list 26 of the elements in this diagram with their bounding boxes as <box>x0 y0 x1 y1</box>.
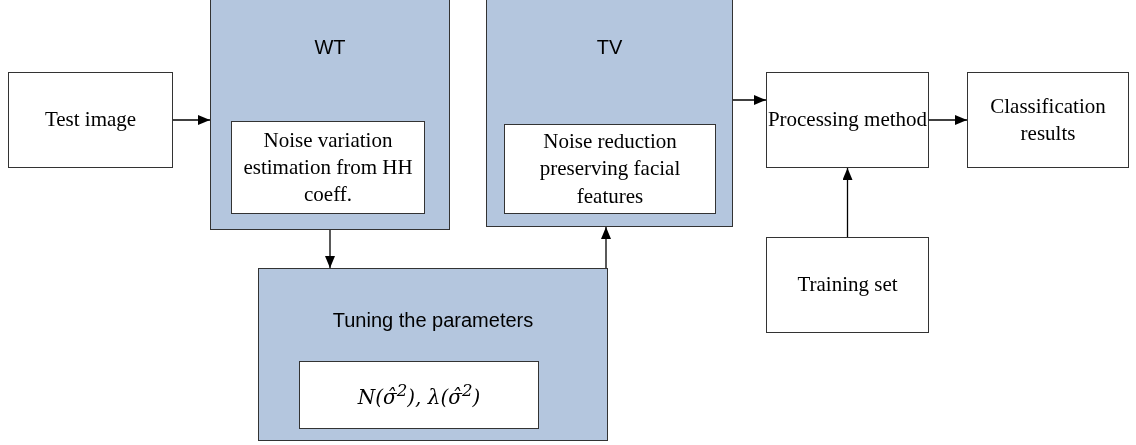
process-box <box>967 72 1129 168</box>
box-label: Processing method <box>767 106 928 134</box>
process-box <box>8 72 173 168</box>
process-box <box>766 237 929 333</box>
formula-text: N(σ̂$^{2}$), λ(σ̂$^{2}$) <box>357 380 481 410</box>
panel-heading: WT <box>314 36 346 59</box>
panel-heading: Tuning the parameters <box>332 309 534 332</box>
arrow <box>928 115 968 125</box>
arrow <box>732 95 767 105</box>
process-box <box>231 121 425 214</box>
arrow <box>601 226 611 269</box>
process-box <box>299 361 539 429</box>
arrow <box>842 167 853 238</box>
arrow <box>325 229 335 269</box>
stage-panel <box>258 268 608 441</box>
stage-panel <box>210 0 450 230</box>
process-box <box>504 124 716 214</box>
box-label: Noise reduction preserving facial features <box>538 128 682 210</box>
box-label: Classification results <box>989 92 1107 147</box>
arrow <box>172 115 211 125</box>
box-label: Test image <box>44 106 137 134</box>
box-label: Noise variation estimation from HH coeff. <box>242 126 414 209</box>
process-box <box>766 72 929 168</box>
panel-heading: TV <box>596 36 623 59</box>
box-label: Training set <box>797 271 898 299</box>
stage-panel <box>486 0 733 227</box>
